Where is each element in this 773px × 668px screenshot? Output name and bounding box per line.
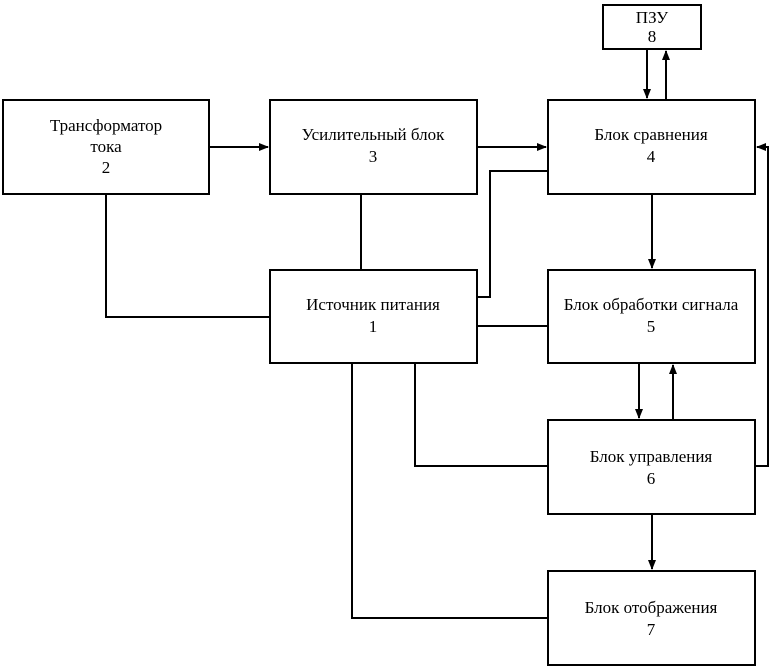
processing-block: Блок обработки сигнала 5: [547, 269, 756, 364]
control-label: Блок управления: [590, 447, 713, 466]
wire-transformer-to-power: [105, 194, 270, 318]
amplifier-number: 3: [369, 147, 378, 166]
wire-power-to-display: [351, 363, 548, 619]
amplifier-label: Усилительный блок: [302, 125, 446, 144]
amplifier-block: Усилительный блок 3: [269, 99, 478, 195]
wire-power-to-comparison: [477, 170, 548, 298]
transformer-label-line1: Трансформатор: [50, 116, 162, 135]
wire-power-to-control: [414, 363, 548, 467]
transformer-number: 2: [102, 158, 111, 177]
comparison-label: Блок сравнения: [594, 125, 707, 144]
rom-block: ПЗУ 8: [602, 4, 702, 50]
transformer-label-line2: тока: [90, 137, 122, 156]
connections: [105, 49, 769, 619]
processing-label: Блок обработки сигнала: [564, 295, 739, 314]
display-block: Блок отображения 7: [547, 570, 756, 666]
rom-label: ПЗУ: [636, 8, 669, 27]
power-source-number: 1: [369, 317, 378, 336]
arrow-control-to-comparison: [755, 143, 769, 467]
transformer-block: Трансформатор тока 2: [2, 99, 210, 195]
rom-number: 8: [648, 27, 657, 46]
comparison-number: 4: [647, 147, 656, 166]
power-source-label: Источник питания: [306, 295, 440, 314]
display-label: Блок отображения: [585, 598, 718, 617]
power-source-block: Источник питания 1: [269, 269, 478, 364]
display-number: 7: [647, 620, 656, 639]
comparison-block: Блок сравнения 4: [547, 99, 756, 195]
control-number: 6: [647, 469, 656, 488]
control-block: Блок управления 6: [547, 419, 756, 515]
processing-number: 5: [647, 317, 656, 336]
